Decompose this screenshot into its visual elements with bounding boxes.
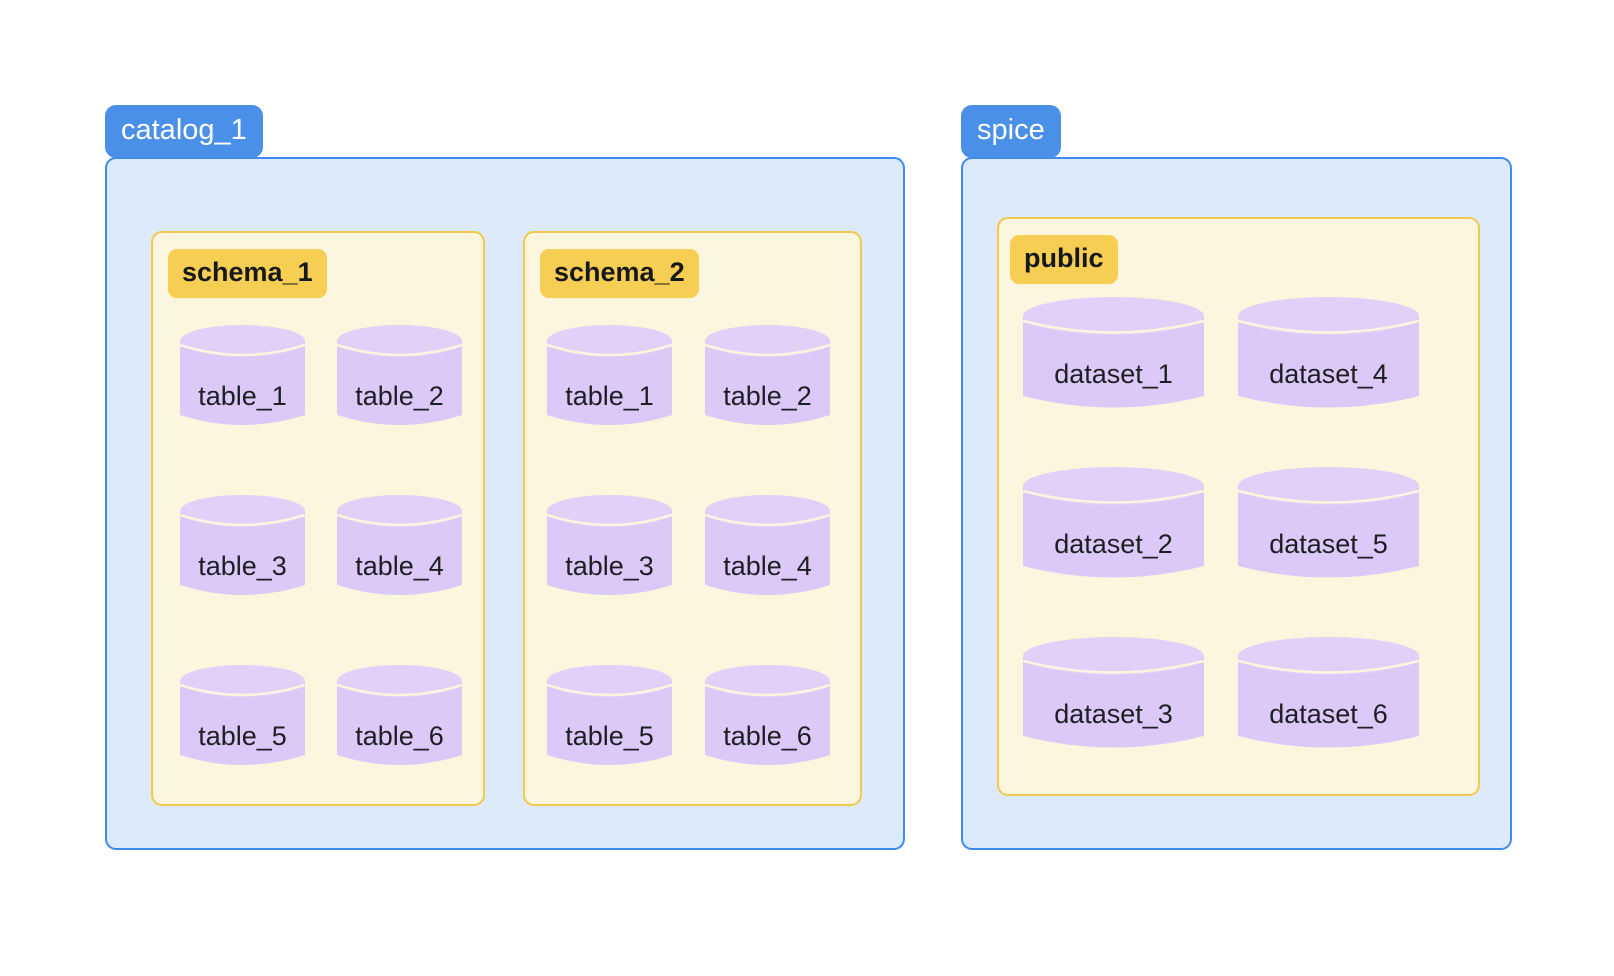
database-cylinder-icon <box>705 325 830 425</box>
node-label: table_3 <box>198 551 287 581</box>
node-label: dataset_5 <box>1269 529 1388 559</box>
node-label: table_6 <box>355 721 444 751</box>
container-badge-spice[interactable]: spice <box>961 105 1061 158</box>
node-label: table_1 <box>198 381 287 411</box>
node-label: table_6 <box>723 721 812 751</box>
node-label: table_1 <box>565 381 654 411</box>
node-cylinder-table-4[interactable]: table_4 <box>337 493 462 603</box>
node-cylinder-dataset-4[interactable]: dataset_4 <box>1238 295 1419 417</box>
node-cylinder-dataset-5[interactable]: dataset_5 <box>1238 465 1419 587</box>
database-cylinder-icon <box>1023 467 1204 578</box>
node-cylinder-table-4[interactable]: table_4 <box>705 493 830 603</box>
container-panel-spice[interactable]: public dataset_1 dataset_4 <box>961 157 1512 850</box>
database-cylinder-icon <box>1238 637 1419 748</box>
database-cylinder-icon <box>547 495 672 595</box>
node-cylinder-table-3[interactable]: table_3 <box>180 493 305 603</box>
node-label: table_3 <box>565 551 654 581</box>
database-cylinder-icon <box>1238 297 1419 408</box>
node-label: table_2 <box>723 381 812 411</box>
node-cylinder-table-1[interactable]: table_1 <box>180 323 305 433</box>
node-cylinder-table-6[interactable]: table_6 <box>337 663 462 773</box>
node-label: dataset_1 <box>1054 359 1173 389</box>
node-cylinder-table-3[interactable]: table_3 <box>547 493 672 603</box>
node-cylinder-table-1[interactable]: table_1 <box>547 323 672 433</box>
node-label: table_5 <box>198 721 287 751</box>
node-label: dataset_3 <box>1054 699 1173 729</box>
database-cylinder-icon <box>180 665 305 765</box>
container-group-spice: spice public dataset_1 <box>961 105 1512 850</box>
node-label: dataset_4 <box>1269 359 1388 389</box>
database-cylinder-icon <box>1023 637 1204 748</box>
node-label: dataset_6 <box>1269 699 1388 729</box>
database-cylinder-icon <box>705 495 830 595</box>
node-label: dataset_2 <box>1054 529 1173 559</box>
schema-badge-public[interactable]: public <box>1010 235 1118 284</box>
database-cylinder-icon <box>1023 297 1204 408</box>
node-cylinder-table-2[interactable]: table_2 <box>337 323 462 433</box>
container-panel-catalog-1[interactable]: schema_1 table_1 table_2 <box>105 157 905 850</box>
database-cylinder-icon <box>705 665 830 765</box>
node-cylinder-table-2[interactable]: table_2 <box>705 323 830 433</box>
container-group-catalog-1: catalog_1 schema_1 table_1 <box>105 105 905 850</box>
node-label: table_4 <box>723 551 812 581</box>
schema-box-schema-2[interactable]: schema_2 table_1 table_2 <box>523 231 862 806</box>
database-cylinder-icon <box>180 495 305 595</box>
schema-box-schema-1[interactable]: schema_1 table_1 table_2 <box>151 231 485 806</box>
node-cylinder-dataset-2[interactable]: dataset_2 <box>1023 465 1204 587</box>
database-cylinder-icon <box>547 325 672 425</box>
database-cylinder-icon <box>1238 467 1419 578</box>
database-cylinder-icon <box>337 665 462 765</box>
node-cylinder-table-6[interactable]: table_6 <box>705 663 830 773</box>
schema-badge-schema-1[interactable]: schema_1 <box>168 249 327 298</box>
node-label: table_4 <box>355 551 444 581</box>
schema-badge-schema-2[interactable]: schema_2 <box>540 249 699 298</box>
node-cylinder-table-5[interactable]: table_5 <box>180 663 305 773</box>
database-cylinder-icon <box>180 325 305 425</box>
node-cylinder-table-5[interactable]: table_5 <box>547 663 672 773</box>
container-badge-catalog-1[interactable]: catalog_1 <box>105 105 263 158</box>
node-label: table_5 <box>565 721 654 751</box>
database-cylinder-icon <box>337 495 462 595</box>
node-label: table_2 <box>355 381 444 411</box>
database-cylinder-icon <box>337 325 462 425</box>
database-cylinder-icon <box>547 665 672 765</box>
node-cylinder-dataset-1[interactable]: dataset_1 <box>1023 295 1204 417</box>
schema-box-public[interactable]: public dataset_1 dataset_4 <box>997 217 1480 796</box>
node-cylinder-dataset-6[interactable]: dataset_6 <box>1238 635 1419 757</box>
node-cylinder-dataset-3[interactable]: dataset_3 <box>1023 635 1204 757</box>
